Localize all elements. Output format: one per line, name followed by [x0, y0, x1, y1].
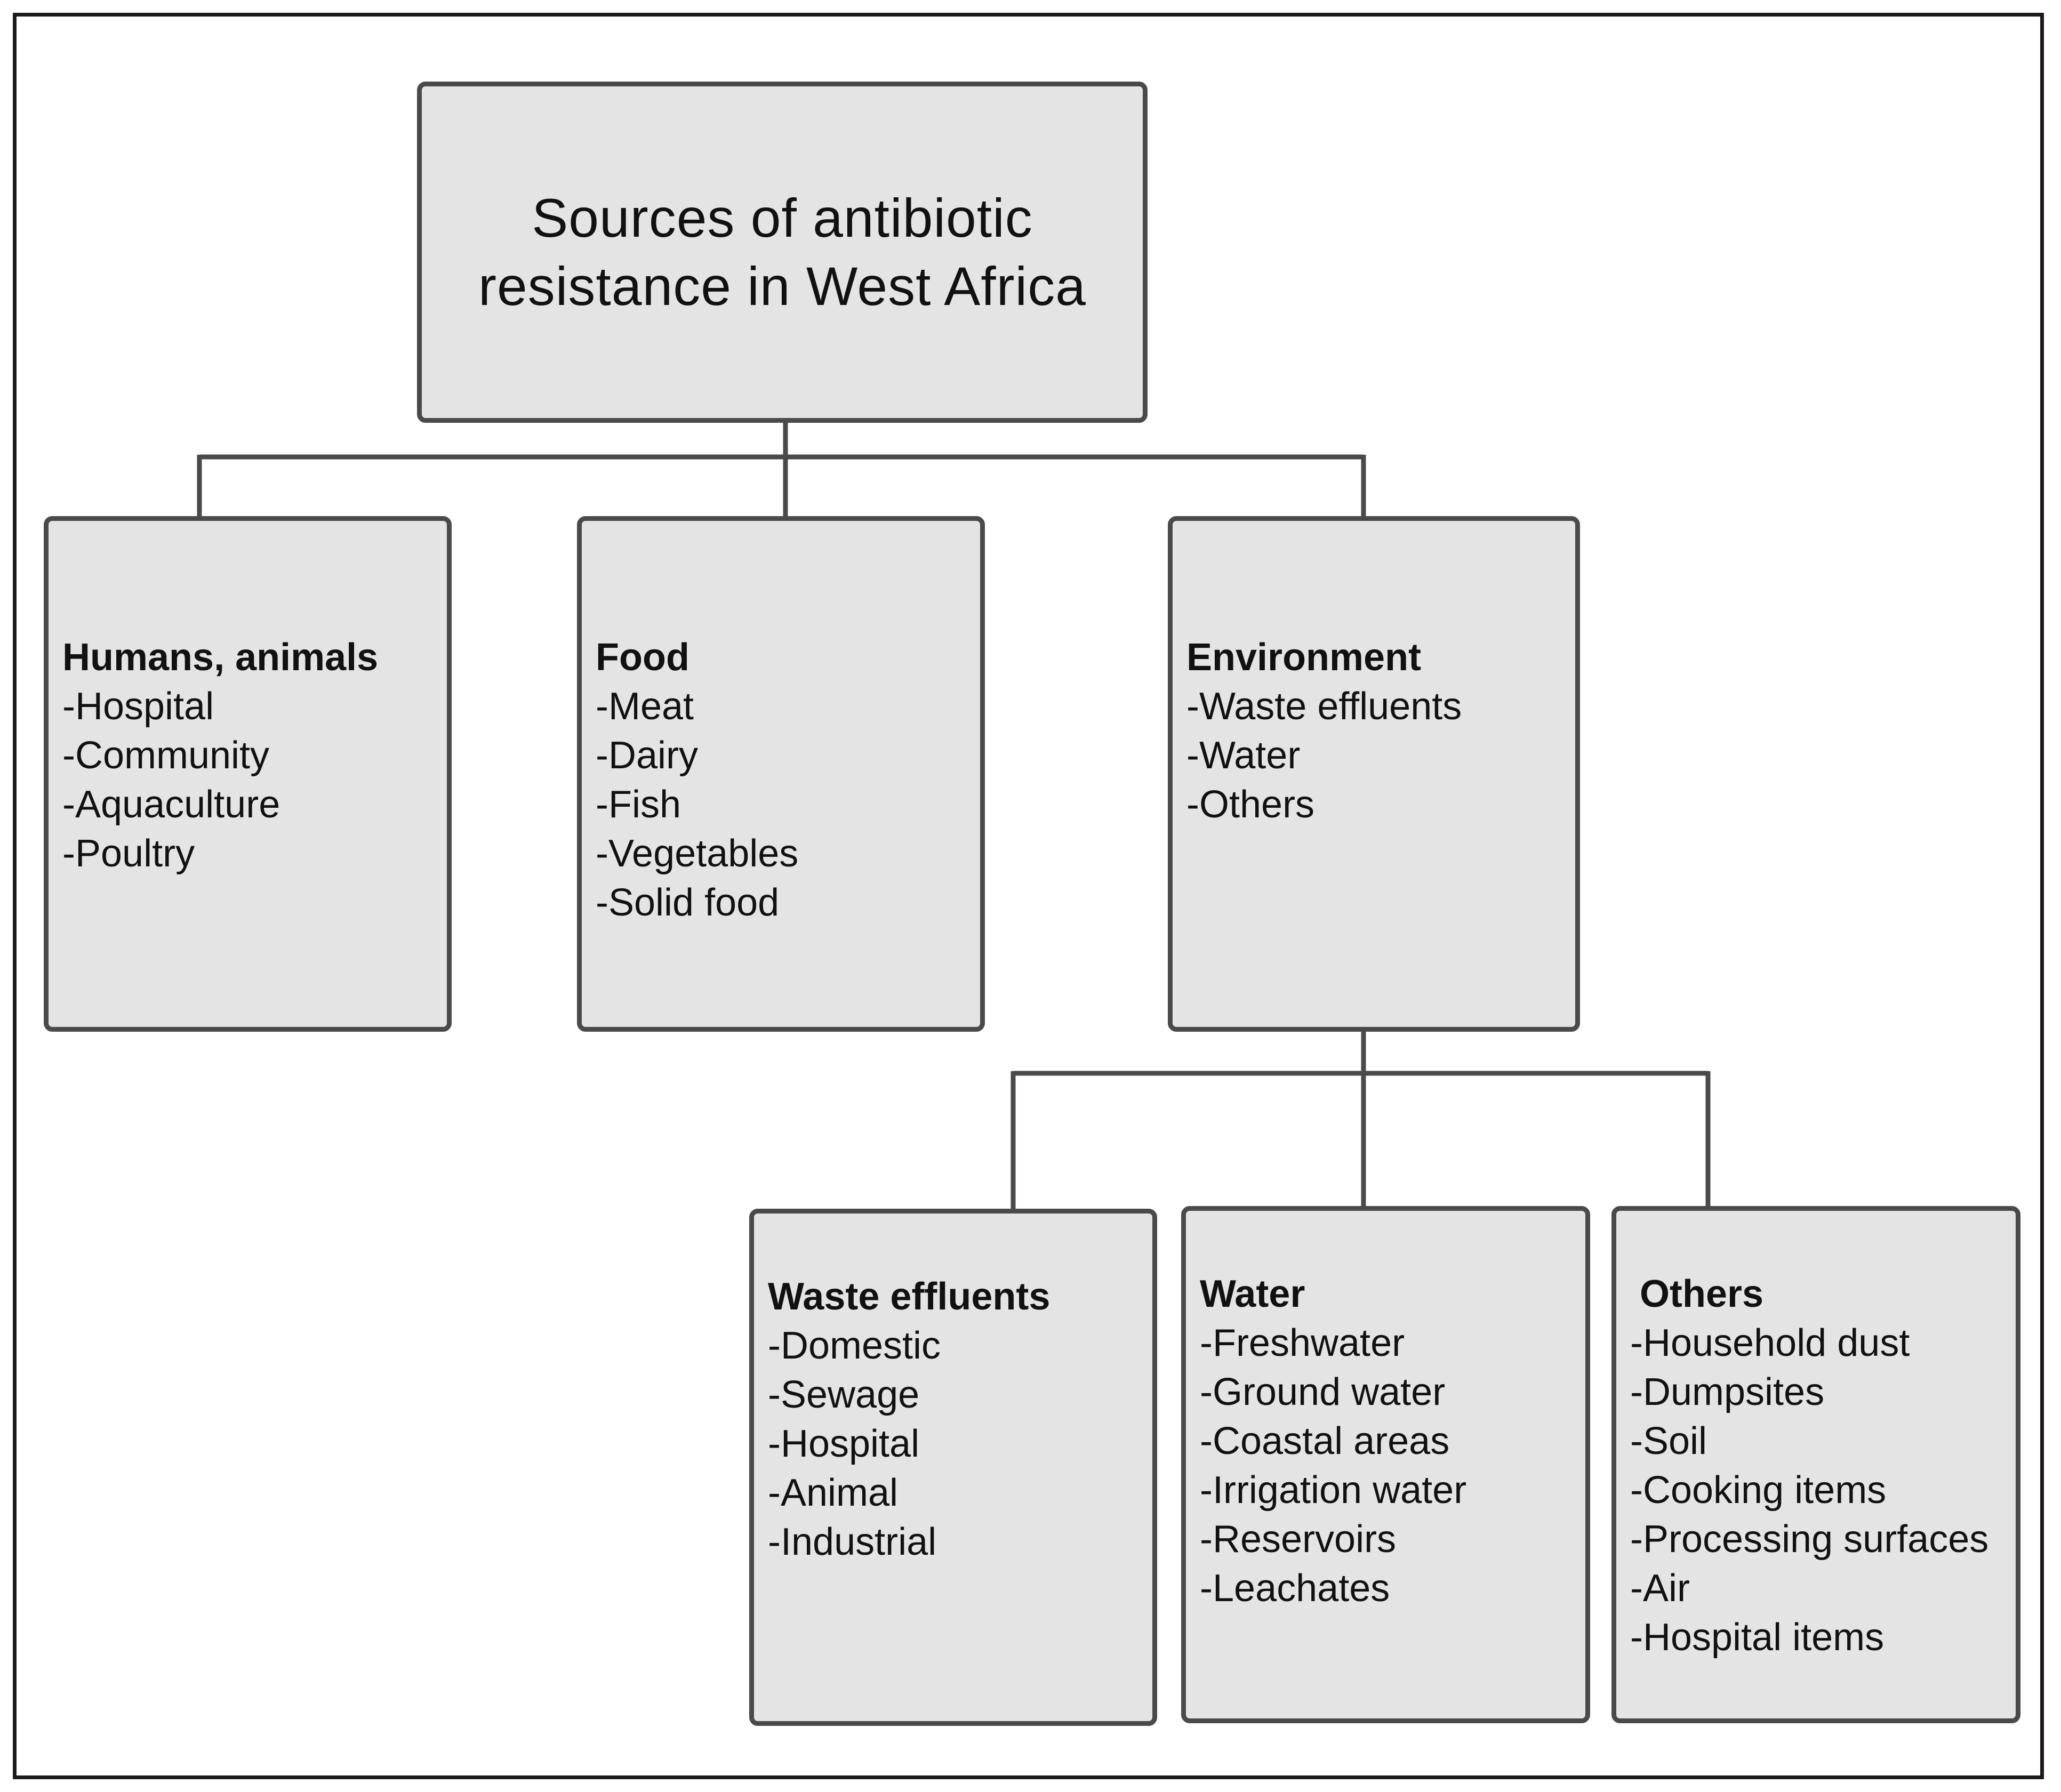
root-title: Sources of antibiotic resistance in West…	[478, 188, 1086, 317]
list-item: -Community	[62, 734, 270, 777]
list-item: -Vegetables	[596, 832, 799, 875]
list-item: -Industrial	[768, 1521, 937, 1563]
list-item: -Cooking items	[1630, 1469, 1887, 1512]
list-item: -Processing surfaces	[1630, 1518, 1989, 1561]
environment-list: -Waste effluents -Water -Others	[1186, 682, 1565, 829]
others-title: Others	[1640, 1273, 1764, 1315]
list-item: -Air	[1630, 1567, 1690, 1610]
list-item: -Reservoirs	[1200, 1518, 1397, 1561]
waste-effluents-box: Waste effluents -Domestic -Sewage -Hospi…	[749, 1209, 1157, 1726]
list-item: -Hospital items	[1630, 1616, 1884, 1659]
list-item: -Animal	[768, 1472, 899, 1514]
others-box: Others -Household dust -Dumpsites -Soil …	[1611, 1206, 2020, 1723]
list-item: -Coastal areas	[1200, 1420, 1450, 1462]
list-item: -Fish	[596, 783, 681, 826]
humans-animals-title: Humans, animals	[62, 636, 379, 679]
list-item: -Dumpsites	[1630, 1371, 1825, 1413]
water-title: Water	[1200, 1273, 1305, 1315]
humans-animals-box: Humans, animals -Hospital -Community -Aq…	[44, 516, 452, 1032]
humans-animals-list: -Hospital -Community -Aquaculture -Poult…	[62, 682, 436, 878]
list-item: -Waste effluents	[1186, 685, 1462, 728]
list-item: -Soil	[1630, 1420, 1707, 1462]
list-item: -Water	[1186, 734, 1301, 777]
water-list: -Freshwater -Ground water -Coastal areas…	[1200, 1319, 1575, 1613]
environment-box: Environment -Waste effluents -Water -Oth…	[1168, 516, 1580, 1032]
list-item: -Irrigation water	[1200, 1469, 1467, 1512]
food-title: Food	[596, 636, 689, 679]
others-list: -Household dust -Dumpsites -Soil -Cookin…	[1630, 1319, 2005, 1662]
list-item: -Hospital	[62, 685, 214, 728]
list-item: -Dairy	[596, 734, 698, 777]
list-item: -Freshwater	[1200, 1322, 1405, 1364]
root-box: Sources of antibiotic resistance in West…	[417, 82, 1148, 423]
waste-effluents-list: -Domestic -Sewage -Hospital -Animal -Ind…	[768, 1321, 1142, 1566]
waste-effluents-title: Waste effluents	[768, 1275, 1050, 1318]
list-item: -Solid food	[596, 881, 780, 924]
list-item: -Others	[1186, 783, 1315, 826]
food-list: -Meat -Dairy -Fish -Vegetables -Solid fo…	[596, 682, 969, 927]
list-item: -Aquaculture	[62, 783, 280, 826]
list-item: -Domestic	[768, 1324, 941, 1367]
food-box: Food -Meat -Dairy -Fish -Vegetables -Sol…	[577, 516, 985, 1032]
list-item: -Poultry	[62, 832, 195, 875]
list-item: -Sewage	[768, 1373, 920, 1416]
water-box: Water -Freshwater -Ground water -Coastal…	[1181, 1206, 1590, 1723]
list-item: -Meat	[596, 685, 694, 728]
environment-title: Environment	[1186, 636, 1422, 679]
list-item: -Hospital	[768, 1423, 920, 1465]
list-item: -Household dust	[1630, 1322, 1910, 1364]
list-item: -Leachates	[1200, 1567, 1390, 1610]
list-item: -Ground water	[1200, 1371, 1446, 1413]
